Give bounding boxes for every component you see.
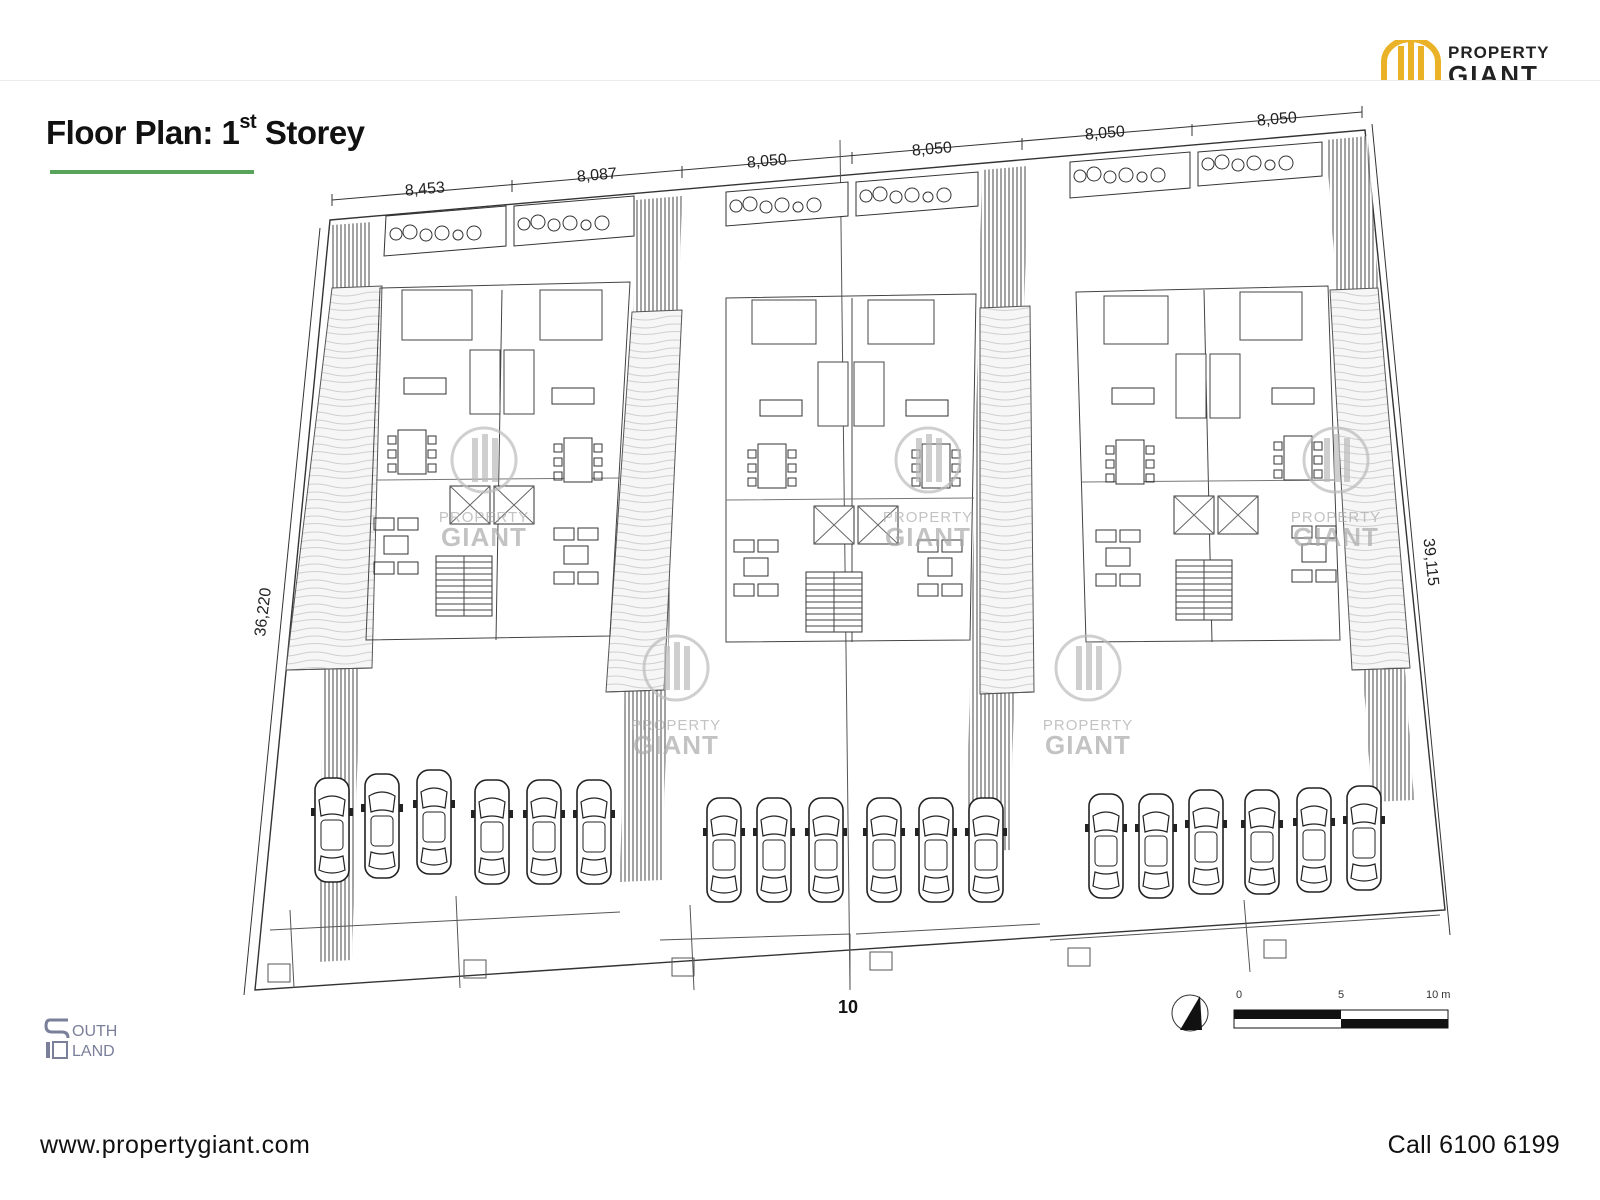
logo-line-1: PROPERTY [1448, 43, 1550, 62]
watermark-line-1: PROPERTY [631, 717, 721, 734]
floor-plan-drawing: 8,453 8,087 8,050 8,050 8,050 8,050 36,2… [243, 106, 1451, 1032]
center-party-wall [839, 139, 851, 991]
car-park-areas [267, 895, 1441, 991]
watermark-line-1: PROPERTY [1043, 717, 1133, 734]
website-link[interactable]: www.propertygiant.com [40, 1131, 311, 1159]
site-boundary [254, 129, 1446, 991]
watermark-line-1: PROPERTY [439, 509, 529, 526]
right-dimension: 39,115 [1420, 538, 1442, 587]
title-prefix: Floor Plan: 1 [46, 114, 240, 151]
scale-label-0: 0 [1236, 989, 1242, 1001]
right-dimension-line [1371, 123, 1451, 936]
scale-bar: 0 5 10 m [1233, 989, 1450, 1029]
top-dimension-2: 8,087 [576, 165, 617, 185]
watermark-line-2: GIANT [1293, 522, 1379, 552]
watermark-line-2: GIANT [441, 522, 527, 552]
north-arrow-icon [1171, 994, 1209, 1032]
logo-line-2: GIANT [1448, 60, 1539, 80]
page-title: Floor Plan: 1st Storey [46, 111, 365, 152]
title-suffix: Storey [256, 114, 365, 151]
left-dimension-line [243, 227, 321, 996]
watermark-line-2: GIANT [885, 522, 971, 552]
watermarks: PROPERTY GIANT PROPERTY GIANT PROPERTY G… [439, 426, 1381, 760]
top-dimension-5: 8,050 [1084, 123, 1125, 143]
scale-label-5: 5 [1338, 989, 1344, 1001]
watermark-line-2: GIANT [633, 730, 719, 760]
phone-contact[interactable]: Call 6100 6199 [1387, 1131, 1560, 1159]
road-label: 10 [838, 997, 858, 1017]
developer-logo-line-1: OUTH [72, 1023, 117, 1040]
watermark-line-1: PROPERTY [883, 509, 973, 526]
watermark-line-2: GIANT [1045, 730, 1131, 760]
top-dimension-line [331, 106, 1363, 206]
lifts-and-stairs [435, 485, 1259, 633]
top-dimension-3: 8,050 [746, 151, 787, 171]
kitchen-counters [401, 289, 1303, 427]
property-giant-logo: PROPERTY GIANT [1378, 40, 1558, 80]
title-superscript: st [239, 111, 257, 133]
header-divider [0, 80, 1600, 81]
planters [383, 141, 1323, 257]
property-giant-mark-icon [1381, 40, 1441, 80]
dining-tables [387, 377, 1323, 489]
watermark-line-1: PROPERTY [1291, 509, 1381, 526]
top-dimension-1: 8,453 [404, 179, 445, 199]
logo-wordmark: PROPERTY GIANT [1448, 44, 1550, 80]
scale-label-10: 10 m [1426, 989, 1450, 1001]
top-dimension-6: 8,050 [1256, 109, 1297, 129]
south-island-logo: OUTH LAND [44, 1018, 117, 1060]
left-dimension: 36,220 [252, 587, 275, 638]
developer-logo-line-2: LAND [72, 1043, 115, 1060]
title-underline [50, 170, 254, 174]
top-dimension-4: 8,050 [911, 139, 952, 159]
